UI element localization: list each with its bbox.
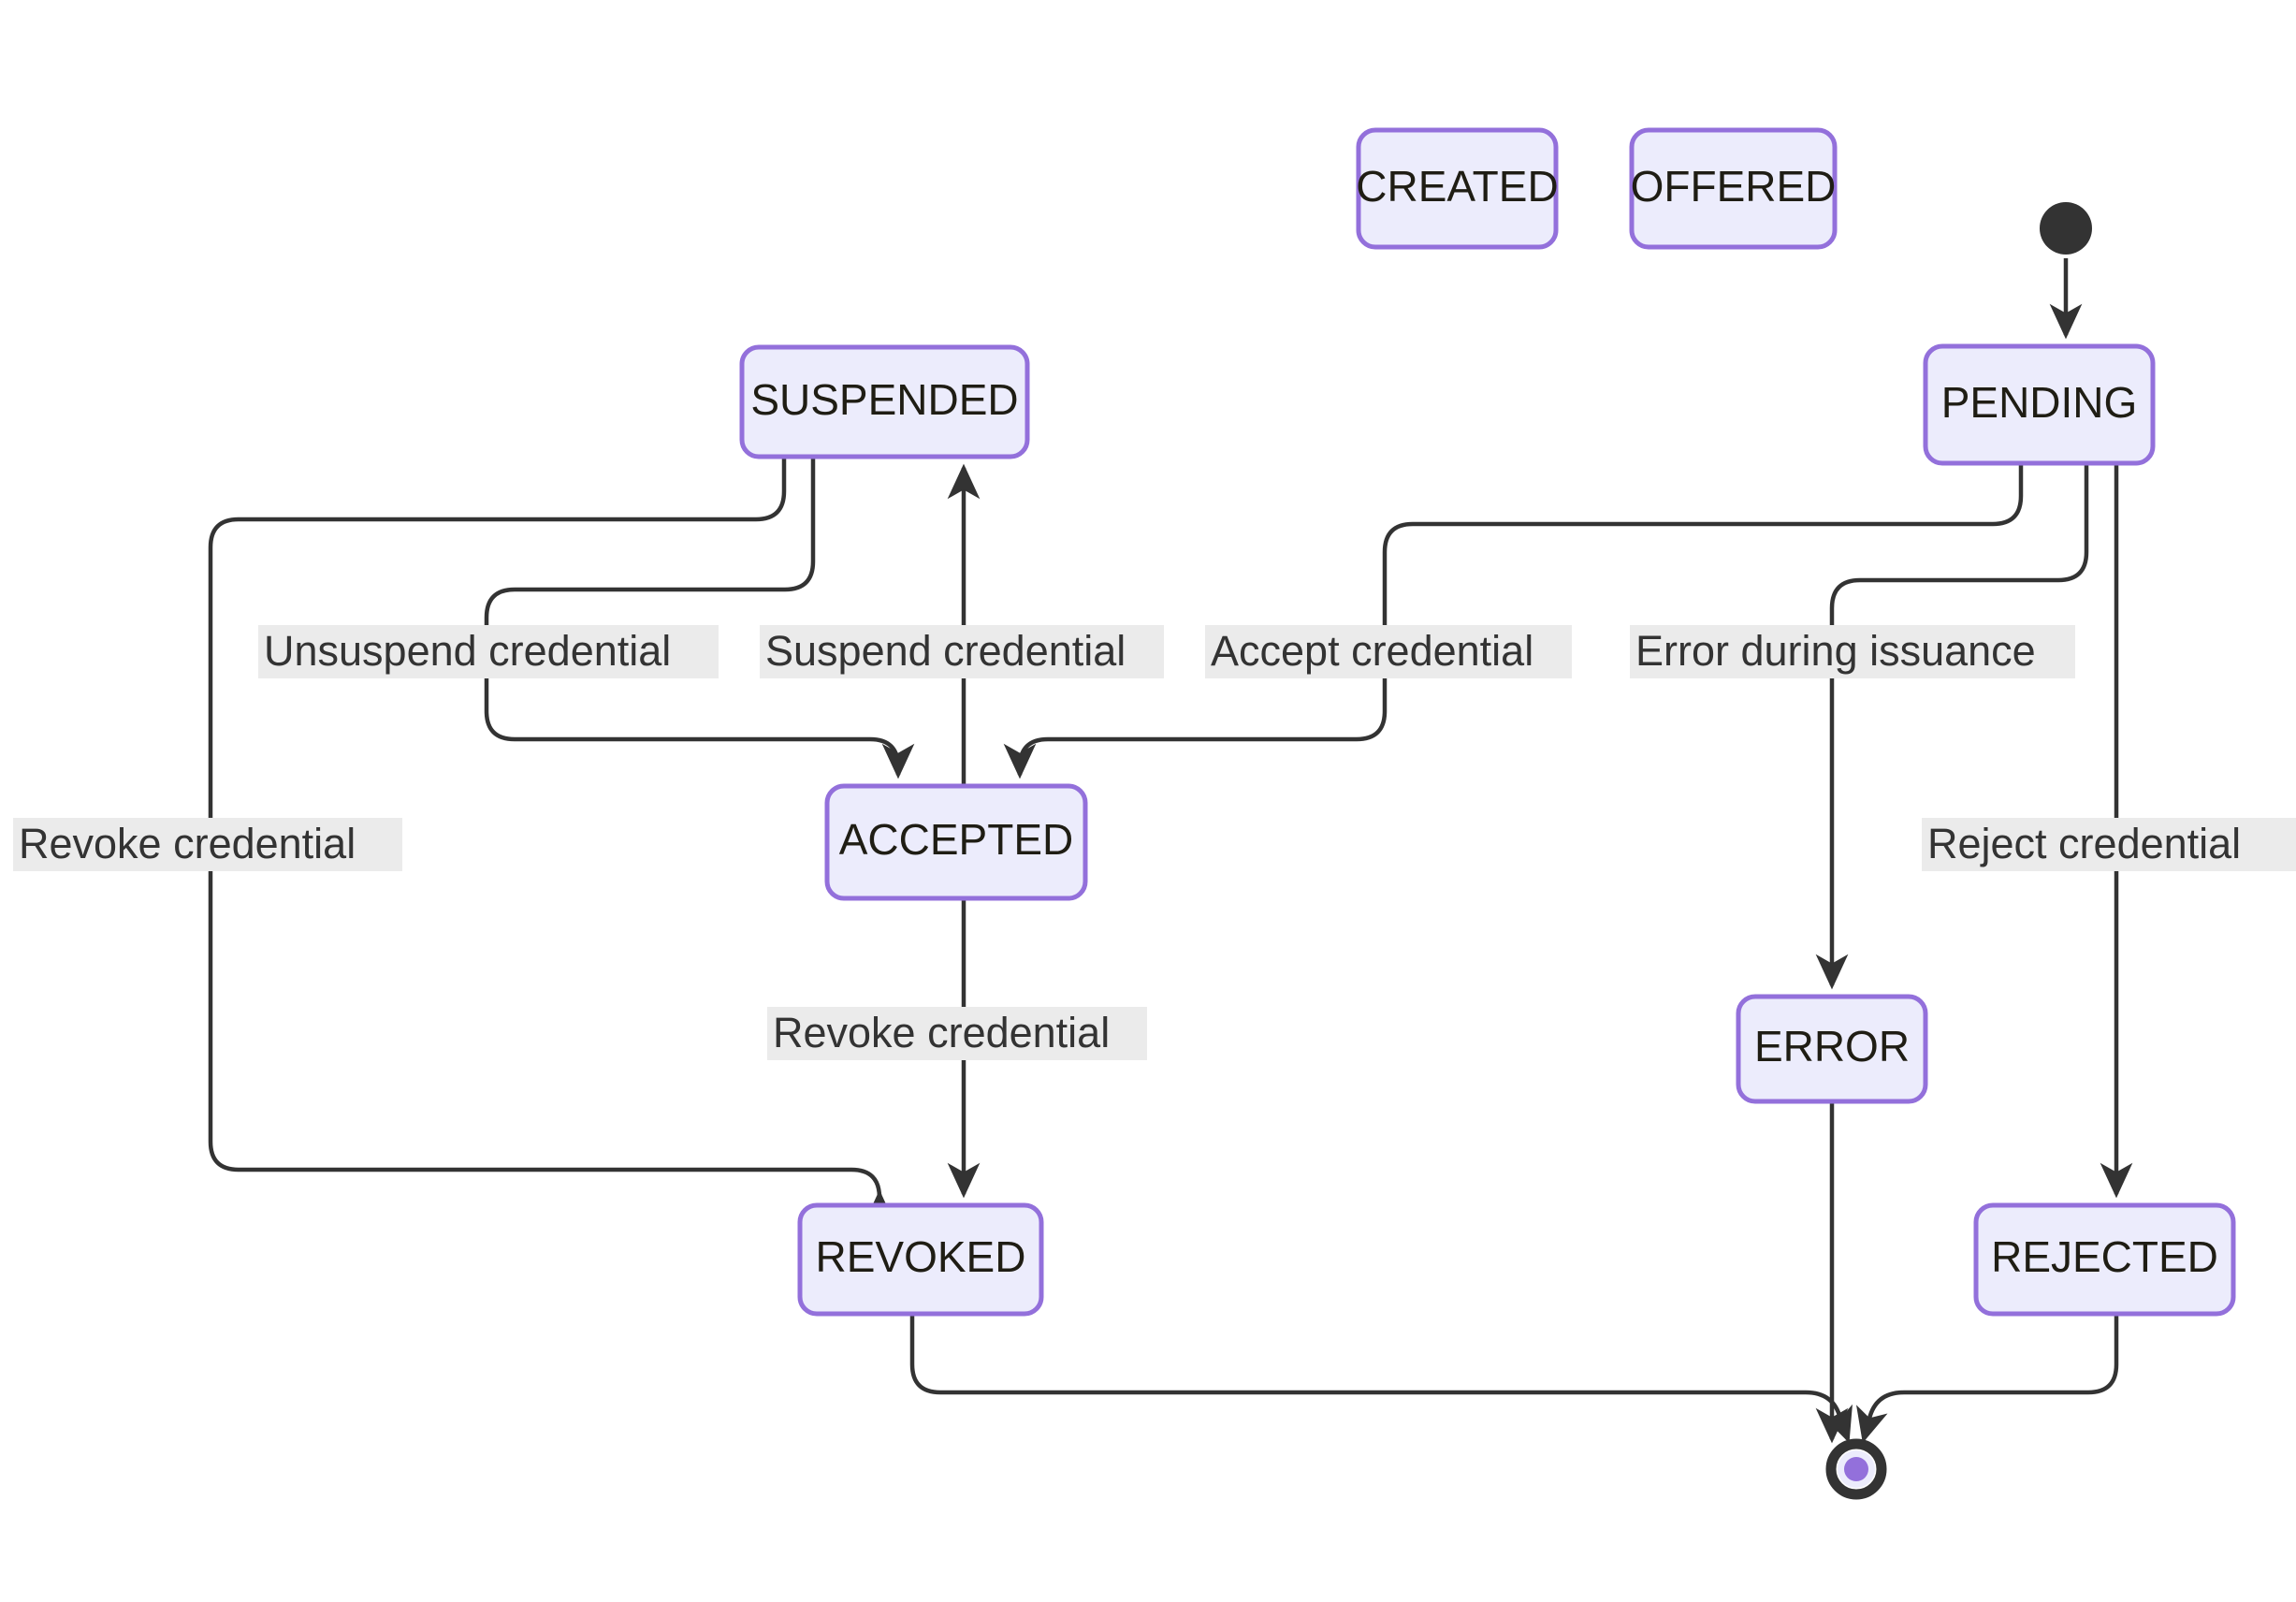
state-node-created[interactable]: CREATED [1356,127,1559,250]
transition-labels-layer: Unsuspend credential Suspend credential … [13,625,2296,1060]
edge-label-error-during-issuance: Error during issuance [1630,625,2075,678]
state-node-offered[interactable]: OFFERED [1629,127,1838,250]
edge-label-reject-credential-text: Reject credential [1927,820,2241,867]
state-node-offered-box[interactable] [1629,127,1838,250]
states-layer: CREATED OFFERED SUSPENDED PENDING ACCEPT… [739,127,2236,1317]
edge-label-unsuspend-credential: Unsuspend credential [258,625,719,678]
final-state-marker-icon [1825,1438,1887,1500]
state-node-offered-label: OFFERED [1631,162,1837,211]
state-node-rejected[interactable]: REJECTED [1973,1202,2236,1317]
state-node-suspended[interactable]: SUSPENDED [739,344,1030,459]
edge-label-reject-credential: Reject credential [1922,818,2296,871]
transitions-layer [208,258,2133,1444]
edge-label-revoke-credential-accepted: Revoke credential [767,1007,1147,1060]
edge-label-revoke-credential-suspended-text: Revoke credential [19,820,356,867]
state-node-revoked[interactable]: REVOKED [797,1202,1044,1317]
edge-label-suspend-credential-text: Suspend credential [765,627,1126,675]
initial-state-marker-icon [2040,202,2092,255]
pseudo-states-layer [1825,202,2092,1500]
edge-label-accept-credential-text: Accept credential [1211,627,1533,675]
edge-label-unsuspend-credential-text: Unsuspend credential [264,627,671,675]
state-node-error-box[interactable] [1736,994,1928,1104]
transition-suspended-to-accepted [484,457,915,779]
transition-pending-to-error [1815,463,2089,990]
state-node-created-box[interactable] [1356,127,1559,250]
state-node-revoked-box[interactable] [797,1202,1044,1317]
state-node-accepted-box[interactable] [824,783,1088,901]
transition-revoked-to-end [909,1314,1853,1444]
state-node-suspended-label: SUSPENDED [750,375,1018,424]
state-node-pending[interactable]: PENDING [1923,343,2156,466]
state-node-suspended-box[interactable] [739,344,1030,459]
state-node-created-label: CREATED [1356,162,1558,211]
state-node-accepted[interactable]: ACCEPTED [824,783,1088,901]
state-node-accepted-label: ACCEPTED [839,815,1073,864]
state-node-error[interactable]: ERROR [1736,994,1928,1104]
edge-label-suspend-credential: Suspend credential [760,625,1164,678]
state-node-rejected-box[interactable] [1973,1202,2236,1317]
edge-label-revoke-credential-accepted-text: Revoke credential [773,1009,1110,1056]
transition-rejected-to-end [1856,1314,2119,1444]
edge-label-accept-credential: Accept credential [1205,625,1572,678]
transition-pending-to-accepted [1003,463,2024,779]
state-node-revoked-label: REVOKED [816,1232,1026,1281]
edge-label-error-during-issuance-text: Error during issuance [1635,627,2036,675]
state-node-rejected-label: REJECTED [1991,1232,2218,1281]
state-node-error-label: ERROR [1754,1022,1910,1070]
state-node-pending-label: PENDING [1941,378,2138,427]
edge-label-revoke-credential-suspended: Revoke credential [13,818,402,871]
state-node-pending-box[interactable] [1923,343,2156,466]
